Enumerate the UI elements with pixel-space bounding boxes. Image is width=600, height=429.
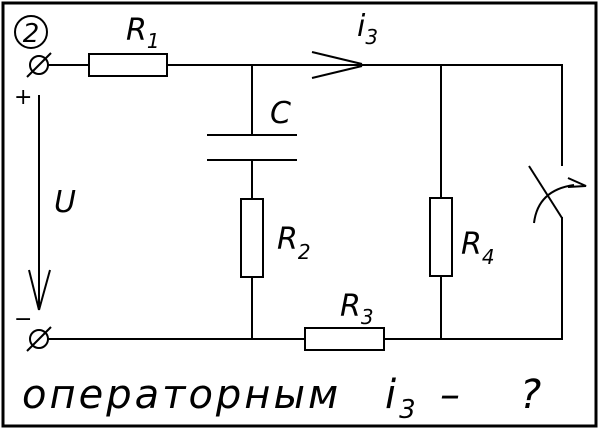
label-r2: R2 [277, 222, 311, 264]
resistor-r3 [304, 327, 385, 351]
resistor-r4 [429, 197, 453, 277]
caption-unknown: i [385, 372, 399, 418]
caption-question: ? [520, 372, 544, 418]
resistor-r2 [240, 198, 264, 278]
label-r3: R3 [340, 289, 374, 329]
label-r4: R4 [461, 227, 495, 269]
voltage-arrow [28, 95, 51, 311]
resistor-r1 [88, 53, 168, 77]
caption-unknown-sub: 3 [399, 395, 419, 425]
switch-arrow-icon [567, 177, 587, 188]
current-arrow [311, 51, 363, 79]
label-r1: R1 [126, 13, 160, 53]
capacitor-c [207, 134, 297, 161]
label-c: C [270, 96, 291, 131]
label-plus: + [14, 85, 32, 110]
label-u: U [54, 185, 76, 220]
caption-dash: – [440, 372, 463, 418]
problem-number: 2 [23, 19, 40, 49]
caption-method: операторным [22, 372, 341, 418]
label-i3: i3 [357, 9, 378, 49]
task-caption: операторным i3–? [22, 372, 544, 425]
label-minus: − [14, 307, 32, 332]
wires [47, 64, 563, 340]
switch [528, 165, 587, 224]
top-terminal [26, 52, 52, 78]
problem-number-badge: 2 [14, 15, 48, 49]
switch-arc-icon [533, 184, 575, 224]
